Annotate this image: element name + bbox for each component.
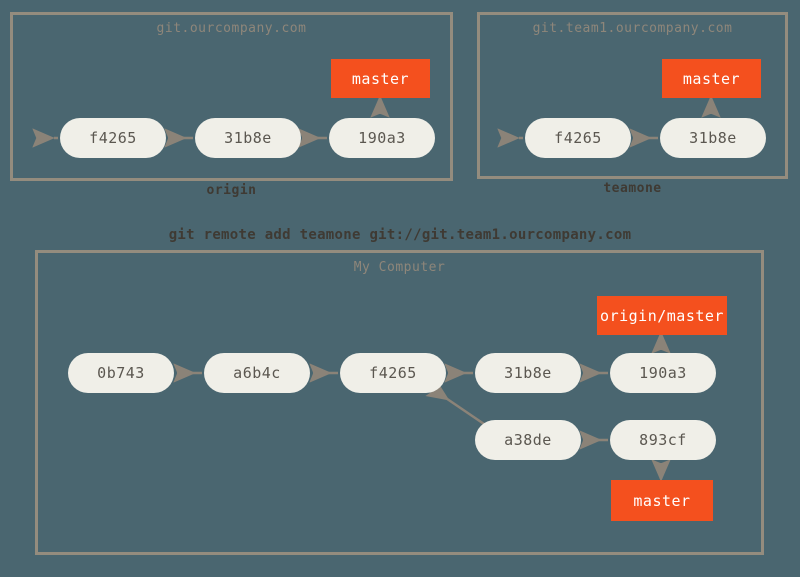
server-caption-teamone: teamone <box>603 181 662 196</box>
branch-label-master[interactable]: master <box>611 480 713 521</box>
commit-node[interactable]: 0b743 <box>68 353 174 393</box>
commit-node[interactable]: 893cf <box>610 420 716 460</box>
branch-label-origin-master[interactable]: origin/master <box>597 296 727 335</box>
command-line-text: git remote add teamone git://git.team1.o… <box>168 227 632 243</box>
commit-node[interactable]: 190a3 <box>610 353 716 393</box>
commit-node[interactable]: a6b4c <box>204 353 310 393</box>
server-box-origin <box>10 12 453 181</box>
local-repo-label: My Computer <box>353 260 446 275</box>
commit-node[interactable]: 190a3 <box>329 118 435 158</box>
commit-node[interactable]: f4265 <box>525 118 631 158</box>
commit-node[interactable]: 31b8e <box>475 353 581 393</box>
commit-node[interactable]: 31b8e <box>660 118 766 158</box>
local-repo-box <box>35 250 764 555</box>
server-host-label-teamone: git.team1.ourcompany.com <box>532 21 733 36</box>
server-host-label-origin: git.ourcompany.com <box>156 21 307 36</box>
commit-node[interactable]: 31b8e <box>195 118 301 158</box>
commit-node[interactable]: f4265 <box>60 118 166 158</box>
server-caption-origin: origin <box>206 183 257 198</box>
server-box-teamone <box>477 12 788 179</box>
commit-node[interactable]: a38de <box>475 420 581 460</box>
branch-label-master[interactable]: master <box>662 59 761 98</box>
commit-node[interactable]: f4265 <box>340 353 446 393</box>
branch-label-master[interactable]: master <box>331 59 430 98</box>
